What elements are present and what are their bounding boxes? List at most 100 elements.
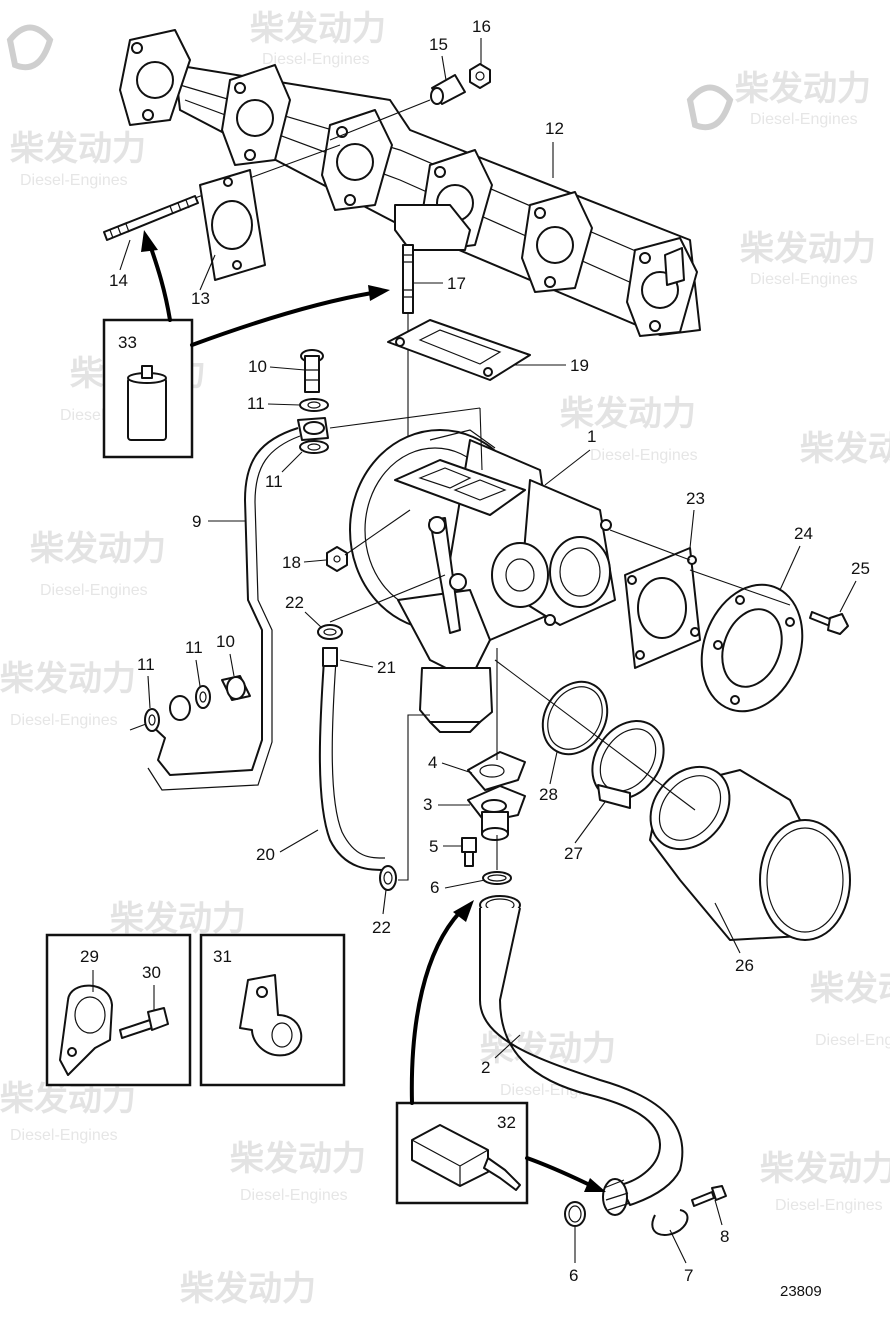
banjo-fitting-top bbox=[297, 417, 329, 441]
callout-11c: 11 bbox=[185, 638, 203, 657]
callout-19: 19 bbox=[570, 356, 589, 375]
callout-18: 18 bbox=[282, 553, 301, 572]
hose-clamp-top bbox=[317, 624, 343, 640]
watermark-1: 柴发动力 Diesel-Engines bbox=[6, 9, 386, 71]
stud-bolt bbox=[103, 195, 199, 241]
arrowhead-33-to-17 bbox=[368, 285, 390, 301]
callout-12: 12 bbox=[545, 119, 564, 138]
arrow-33-to-14 bbox=[148, 243, 172, 322]
watermark-7: 柴发动力 Diesel-Engines bbox=[30, 529, 166, 599]
callout-22a: 22 bbox=[285, 593, 304, 612]
watermark-11: 柴发动力 bbox=[110, 899, 246, 939]
manifold-flange-1 bbox=[119, 29, 191, 126]
oil-feed-pipe bbox=[147, 427, 301, 791]
watermark-cn: 柴发动力 bbox=[180, 1269, 316, 1309]
watermark-cn: 柴发动力 bbox=[740, 229, 876, 269]
watermark-en: Diesel-Engines bbox=[775, 1197, 883, 1214]
inset-box-32: 32 bbox=[395, 1101, 529, 1205]
callout-4: 4 bbox=[428, 753, 437, 772]
watermark-13: 柴发动力 Diesel-Engines bbox=[0, 1079, 136, 1144]
watermark-cn: 柴发动力 bbox=[735, 69, 871, 109]
inset-box-31: 31 bbox=[199, 933, 346, 1087]
callout-28: 28 bbox=[539, 785, 558, 804]
callout-10a: 10 bbox=[248, 357, 267, 376]
oil-drain-pipe bbox=[479, 895, 684, 1206]
drain-pipe-end bbox=[602, 1178, 631, 1216]
watermark-cn: 柴发动力 bbox=[800, 429, 890, 469]
arrowhead-33-to-14 bbox=[141, 230, 158, 252]
banjo-bolt-lower bbox=[221, 675, 251, 701]
callout-5: 5 bbox=[429, 837, 438, 856]
watermark-cn: 柴发动力 bbox=[10, 129, 146, 169]
outlet-flange bbox=[700, 583, 804, 713]
watermark-cn: 柴发动力 bbox=[250, 9, 386, 49]
manifold-flange-2 bbox=[221, 64, 291, 166]
callout-23: 23 bbox=[686, 489, 705, 508]
arrow-33-to-17 bbox=[190, 291, 374, 347]
watermark-3: 柴发动力 Diesel-Engines bbox=[10, 129, 146, 189]
banjo-bolt-top bbox=[300, 349, 324, 393]
watermark-en: Diesel-Engines bbox=[815, 1032, 890, 1049]
arrow-32-to-2 bbox=[409, 910, 462, 1105]
arrowhead-32-to-pipe bbox=[584, 1178, 606, 1192]
watermark-14: 柴发动力 Diesel-Engines bbox=[230, 1139, 366, 1204]
callout-10b: 10 bbox=[216, 632, 235, 651]
watermark-cn: 柴发动力 bbox=[30, 529, 166, 569]
watermark-en: Diesel-Engines bbox=[590, 447, 698, 464]
callout-31: 31 bbox=[213, 947, 232, 966]
vacuum-hose bbox=[318, 659, 386, 871]
sealing-washer-top-2 bbox=[299, 440, 329, 454]
drain-clamp-bolt bbox=[691, 1185, 727, 1207]
callout-6a: 6 bbox=[430, 878, 439, 897]
inset-box-33: 33 bbox=[102, 318, 194, 459]
turbo-flange-gasket bbox=[387, 319, 531, 381]
callout-11d: 11 bbox=[137, 655, 155, 674]
callout-15: 15 bbox=[429, 35, 448, 54]
callout-3: 3 bbox=[423, 795, 432, 814]
exhaust-manifold bbox=[119, 29, 701, 337]
callout-20: 20 bbox=[256, 845, 275, 864]
outlet-bolt bbox=[809, 611, 849, 635]
manifold-flange-3 bbox=[321, 109, 393, 211]
callout-16: 16 bbox=[472, 17, 491, 36]
intake-o-ring bbox=[541, 680, 609, 756]
watermark-12: 柴发动力 Diesel-Engines bbox=[810, 969, 890, 1049]
watermark-cn: 柴发动力 bbox=[230, 1139, 366, 1179]
watermark-cn: 柴发动力 bbox=[810, 969, 890, 1009]
watermark-en: Diesel-Engines bbox=[40, 582, 148, 599]
watermark-cn: 柴发动力 bbox=[110, 899, 246, 939]
watermark-10: 柴发动力 Diesel-Engines bbox=[480, 1029, 616, 1099]
callout-29: 29 bbox=[80, 947, 99, 966]
turbo-stud bbox=[402, 244, 414, 314]
callout-30: 30 bbox=[142, 963, 161, 982]
callout-17: 17 bbox=[447, 274, 466, 293]
watermark-8: 柴发动力 bbox=[800, 429, 890, 469]
callout-6b: 6 bbox=[569, 1266, 578, 1285]
sealing-washer-top-1 bbox=[299, 398, 329, 412]
sealing-washer-lower-2 bbox=[144, 708, 160, 732]
hose-clamp-bottom bbox=[379, 865, 397, 891]
drain-bolt bbox=[461, 837, 477, 867]
callout-22b: 22 bbox=[372, 918, 391, 937]
intake-elbow bbox=[649, 765, 851, 941]
watermark-15: 柴发动力 Diesel-Engines bbox=[760, 1149, 890, 1214]
hose-nipple bbox=[322, 647, 338, 667]
drain-o-ring-bottom bbox=[564, 1201, 586, 1227]
callout-7: 7 bbox=[684, 1266, 693, 1285]
watermark-en: Diesel-Engines bbox=[20, 172, 128, 189]
watermark-en: Diesel-Engines bbox=[240, 1187, 348, 1204]
drain-clamp bbox=[651, 1209, 689, 1236]
banjo-fitting-lower bbox=[169, 695, 191, 721]
turbocharger-assembly bbox=[349, 429, 616, 733]
inset-box-29: 29 30 bbox=[45, 933, 192, 1087]
spacer-sleeve bbox=[430, 74, 466, 105]
turbo-nut bbox=[326, 546, 348, 572]
arrow-32-to-pipe bbox=[525, 1156, 594, 1188]
callout-1: 1 bbox=[587, 427, 596, 446]
watermark-16: 柴发动力 bbox=[180, 1269, 316, 1309]
watermark-en: Diesel-Engines bbox=[10, 712, 118, 729]
callout-11b: 11 bbox=[265, 472, 283, 491]
callout-13: 13 bbox=[191, 289, 210, 308]
callout-9: 9 bbox=[192, 512, 201, 531]
callout-14: 14 bbox=[109, 271, 128, 290]
